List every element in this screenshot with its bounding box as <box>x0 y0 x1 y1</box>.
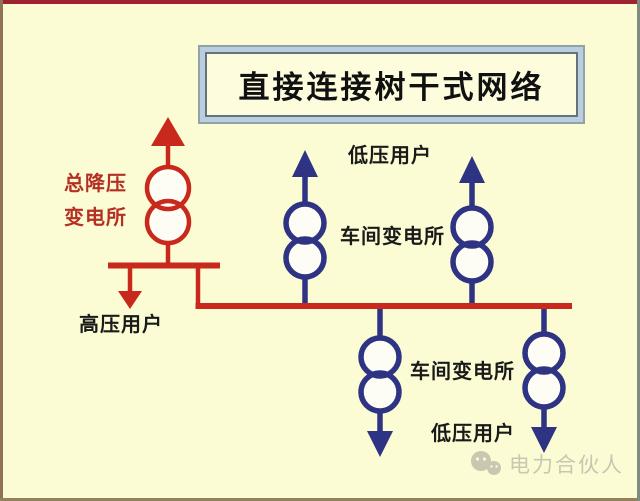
winding-circle <box>283 201 327 245</box>
winding-fill <box>453 243 491 281</box>
winding-fill <box>286 239 324 277</box>
winding-circle <box>450 205 494 249</box>
workshop-transformer-bottom-right <box>522 304 566 453</box>
winding-fill <box>525 334 563 372</box>
winding-fill <box>525 369 563 407</box>
wechat-bubbles-icon <box>471 451 501 475</box>
winding-fill <box>453 208 491 246</box>
winding-circle <box>522 331 566 375</box>
hv-user-arrow-down-icon <box>118 291 142 309</box>
workshop-transformer-bottom-left <box>358 304 402 457</box>
frame-right-edge <box>637 0 640 501</box>
page-title: 直接连接树干式网络 <box>238 70 545 105</box>
lv-user-label-top: 低压用户 <box>348 145 432 167</box>
winding-fill <box>286 204 324 242</box>
lv-output-arrow-up-right-icon <box>459 156 485 183</box>
watermark-text: 电力合伙人 <box>509 453 624 477</box>
hv-user-feeder <box>118 265 142 309</box>
frame-bottom-edge <box>0 498 640 501</box>
watermark: 电力合伙人 <box>468 449 624 479</box>
winding-circle <box>358 335 402 379</box>
incoming-supply-arrow-icon <box>151 117 185 146</box>
lv-user-label-bottom: 低压用户 <box>431 423 515 445</box>
hv-user-label: 高压用户 <box>79 314 163 336</box>
lv-output-arrow-down-right-icon <box>531 427 557 453</box>
workshop-transformer-top-left <box>283 150 327 308</box>
workshop-substation-label-bottom: 车间变电所 <box>410 361 515 383</box>
main-substation-label-line1: 总降压 <box>64 173 127 195</box>
workshop-transformer-top-right <box>450 156 494 308</box>
winding-circle <box>144 164 192 212</box>
winding-fill <box>147 167 189 209</box>
frame-left-edge <box>0 0 3 501</box>
title-box: 直接连接树干式网络 <box>205 52 578 117</box>
lv-output-arrow-down-left-icon <box>367 431 393 457</box>
main-substation-symbol <box>144 117 192 266</box>
workshop-substation-label-top: 车间变电所 <box>340 226 445 248</box>
lv-output-arrow-up-left-icon <box>292 150 318 177</box>
frame-top-edge <box>0 0 640 4</box>
winding-fill <box>361 373 399 411</box>
main-substation-label-line2: 变电所 <box>64 207 127 229</box>
winding-fill <box>147 201 189 243</box>
winding-fill <box>361 338 399 376</box>
